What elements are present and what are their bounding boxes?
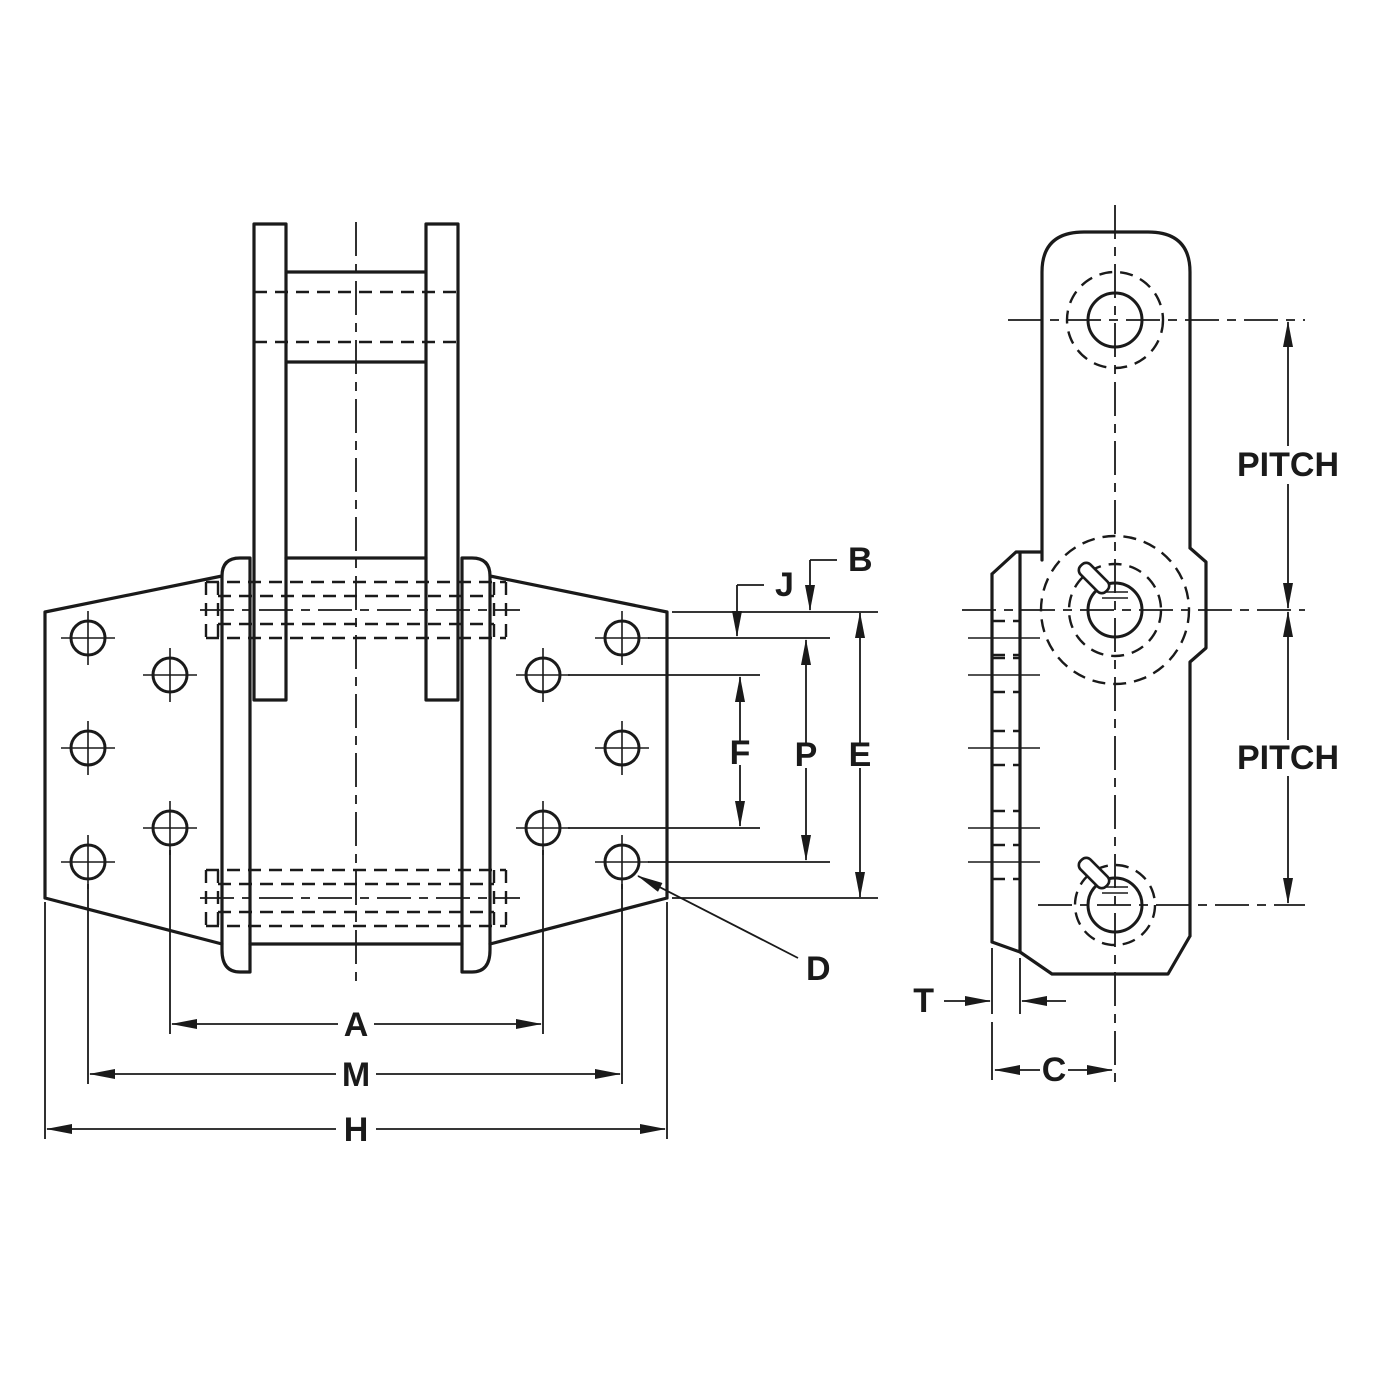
- dim-label-t: T: [913, 982, 934, 1020]
- bolt-holes: [61, 611, 649, 889]
- bolt-hole: [61, 835, 115, 889]
- dim-label-m: M: [342, 1056, 370, 1094]
- dim-f: F: [730, 676, 751, 827]
- dim-t: T: [913, 948, 1066, 1020]
- side-view: PITCH PITCH T C: [913, 205, 1339, 1089]
- bolt-hole: [61, 721, 115, 775]
- cotter-pin: [1077, 856, 1111, 890]
- dim-label-pitch-upper: PITCH: [1237, 446, 1339, 484]
- bolt-hole: [516, 801, 570, 855]
- bolt-hole: [595, 611, 649, 665]
- dim-label-a: A: [344, 1006, 369, 1044]
- front-extension-lines: [44, 611, 878, 1139]
- bolt-hole: [595, 835, 649, 889]
- cotter-pin: [1077, 561, 1111, 595]
- dim-label-e: E: [849, 736, 872, 774]
- plate-hidden-hole-lines: [968, 619, 1040, 881]
- dim-label-d: D: [806, 950, 831, 988]
- dim-label-f: F: [730, 734, 751, 772]
- dim-label-pitch-lower: PITCH: [1237, 739, 1339, 777]
- bolt-hole: [143, 801, 197, 855]
- dim-c: C: [991, 1022, 1113, 1089]
- dim-e: E: [849, 612, 872, 898]
- dim-p: P: [795, 639, 818, 861]
- dim-a: A: [171, 1006, 542, 1044]
- dim-j: J: [732, 566, 794, 637]
- dim-pitch-lower: PITCH: [1237, 611, 1339, 904]
- dim-m: M: [89, 1056, 621, 1094]
- bolt-hole: [595, 721, 649, 775]
- dim-b: B: [805, 541, 873, 611]
- side-profile-outline: [990, 230, 1208, 976]
- dim-label-b: B: [848, 541, 873, 579]
- chain-sidebars: [220, 556, 492, 974]
- side-centerlines: [962, 205, 1305, 1085]
- dim-label-j: J: [775, 566, 794, 604]
- bolt-hole: [61, 611, 115, 665]
- front-view: J B F P E D: [43, 222, 878, 1149]
- dim-label-c: C: [1042, 1051, 1067, 1089]
- dim-pitch-upper: PITCH: [1237, 321, 1339, 609]
- dim-h: H: [46, 1111, 666, 1149]
- bolt-hole: [516, 648, 570, 702]
- dim-d: D: [637, 875, 831, 988]
- dim-label-h: H: [344, 1111, 369, 1149]
- bolt-hole: [143, 648, 197, 702]
- front-centerlines: [200, 222, 520, 988]
- dim-label-p: P: [795, 736, 818, 774]
